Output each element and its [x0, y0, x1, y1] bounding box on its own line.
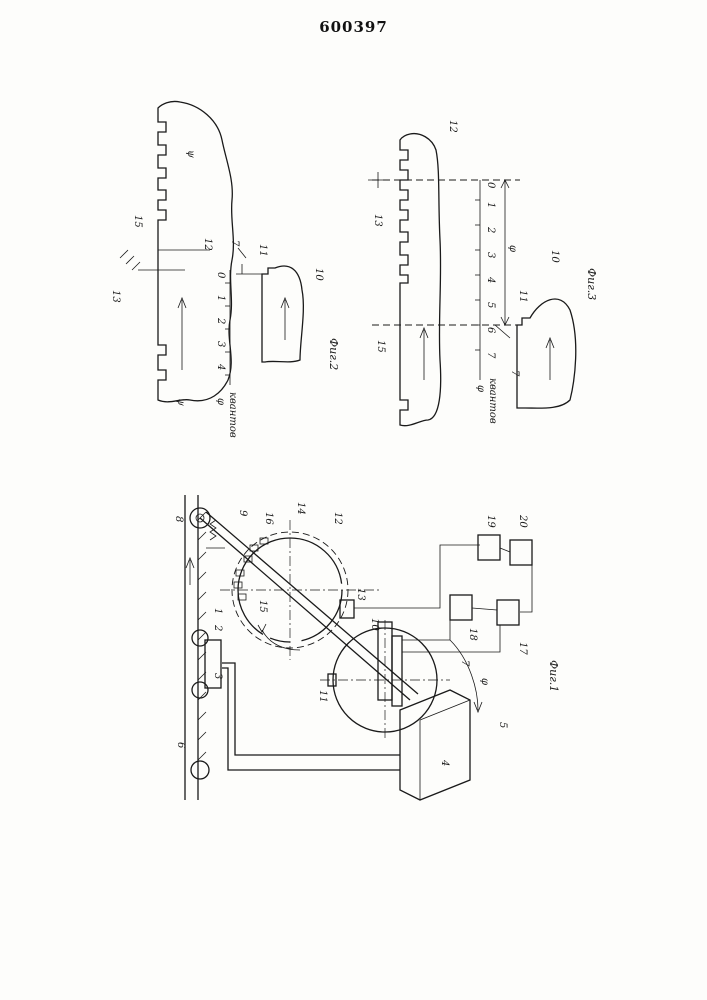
- fig1-label-1: 1: [212, 608, 223, 614]
- fig1-label-13: 13: [355, 588, 366, 601]
- fig1-label-17: 17: [517, 642, 528, 655]
- fig3-tick-5: 5: [485, 302, 496, 308]
- label-15: 15: [132, 215, 143, 228]
- fig1-label-18: 18: [467, 628, 478, 641]
- fig2-labels: ψ 15 12 13 7 11 10 ψ 0 1 2 3 4 φ квантов…: [110, 150, 340, 438]
- fig3-tick-2: 2: [485, 226, 496, 233]
- fig2-tick-2: 2: [215, 317, 226, 324]
- fig2-phi: φ: [215, 398, 226, 405]
- fig2-tick-3: 3: [215, 341, 226, 347]
- fig3-tick-6: 6: [485, 327, 496, 334]
- fig3-label-15: 15: [375, 340, 386, 353]
- fig1-label-6: 6: [175, 742, 186, 749]
- figure-1: [185, 495, 532, 800]
- fig3-labels: 12 15 13 7 11 10 φ 0 1 2 3 4 5 6 7 φ ква…: [372, 120, 598, 424]
- fig1-label-3: 3: [212, 673, 223, 679]
- label-10: 10: [313, 268, 324, 281]
- fig3-tick-7: 7: [485, 352, 496, 359]
- label-12: 12: [202, 238, 213, 251]
- fig3-tick-1: 1: [485, 202, 496, 208]
- label-psi-top: ψ: [185, 150, 196, 158]
- fig1-label-11: 11: [317, 690, 328, 703]
- fig1-label-10: 10: [369, 618, 380, 631]
- fig3-caption: Фиг.3: [585, 268, 598, 300]
- fig1-caption: Фиг.1: [547, 660, 560, 692]
- fig1-label-7: 7: [459, 660, 470, 667]
- fig3-label-13: 13: [372, 214, 383, 227]
- fig3-unit: квантов: [487, 378, 498, 424]
- fig1-label-2: 2: [212, 624, 223, 631]
- fig1-labels: 1 2 3 4 5 6 7 8 9 10 11 12 13 14 15 16 1…: [173, 502, 560, 766]
- label-11: 11: [257, 244, 268, 257]
- segment-10-fig3: [517, 299, 576, 408]
- gear-segment-15: [158, 101, 233, 401]
- figure-3: [368, 134, 576, 426]
- fig1-label-5: 5: [497, 722, 508, 728]
- fig1-label-8: 8: [173, 516, 184, 522]
- fig2-tick-4: 4: [215, 363, 226, 370]
- fig3-tick-3: 3: [485, 252, 496, 258]
- gear-segment-15-fig3: [400, 134, 441, 426]
- fig1-label-9: 9: [237, 510, 248, 517]
- fig2-tick-1: 1: [215, 295, 226, 301]
- fig2-caption: Фиг.2: [327, 338, 340, 370]
- figure-2: [120, 101, 303, 401]
- fig1-label-4: 4: [439, 759, 450, 766]
- fig2-tick-0: 0: [215, 272, 226, 279]
- fig1-label-phi: φ: [479, 678, 490, 685]
- fig1-label-12: 12: [332, 512, 343, 525]
- fig3-label-phi: φ: [507, 245, 518, 252]
- fig3-label-11: 11: [517, 290, 528, 303]
- fig1-label-16: 16: [263, 512, 274, 525]
- fig3-label-7: 7: [509, 370, 520, 377]
- fig2-unit: квантов: [227, 392, 238, 438]
- fig1-label-15: 15: [257, 600, 268, 613]
- fig3-tick-0: 0: [485, 182, 496, 189]
- label-psi-bottom: ψ: [175, 398, 186, 406]
- fig3-phi: φ: [475, 385, 486, 392]
- fig3-label-10: 10: [549, 250, 560, 263]
- label-7: 7: [229, 240, 240, 247]
- fig1-label-14: 14: [295, 502, 306, 515]
- label-13: 13: [110, 290, 121, 303]
- fig1-label-20: 20: [517, 514, 528, 528]
- fig3-label-12: 12: [447, 120, 458, 133]
- fig3-tick-4: 4: [485, 276, 496, 283]
- fig1-label-19: 19: [485, 515, 496, 528]
- segment-10: [262, 266, 303, 362]
